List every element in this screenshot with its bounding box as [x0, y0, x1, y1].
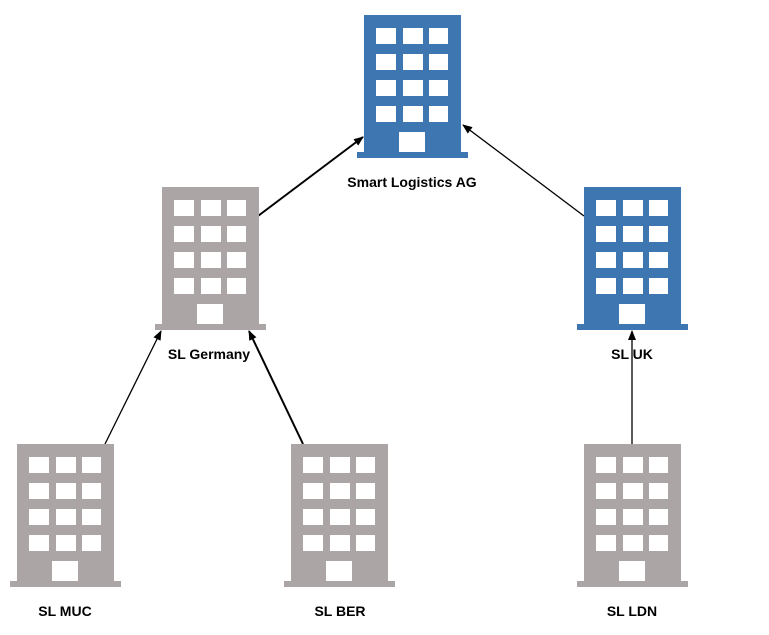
label-ldn: SL LDN — [607, 603, 657, 619]
label-hq: Smart Logistics AG — [347, 174, 477, 190]
label-uk: SL UK — [611, 346, 653, 362]
edge-germany-to-hq — [257, 136, 364, 217]
label-ber: SL BER — [314, 603, 365, 619]
building-icon-muc — [10, 444, 121, 587]
building-icon-uk — [577, 187, 688, 330]
label-germany: SL Germany — [168, 346, 250, 362]
edge-ber-to-germany — [248, 330, 304, 445]
label-muc: SL MUC — [38, 603, 91, 619]
edge-uk-to-hq — [462, 124, 585, 217]
building-icon-ldn — [577, 444, 688, 587]
building-icon-hq — [357, 15, 468, 158]
building-icon-ber — [284, 444, 395, 587]
edge-muc-to-germany — [104, 330, 162, 445]
building-icon-germany — [155, 187, 266, 330]
